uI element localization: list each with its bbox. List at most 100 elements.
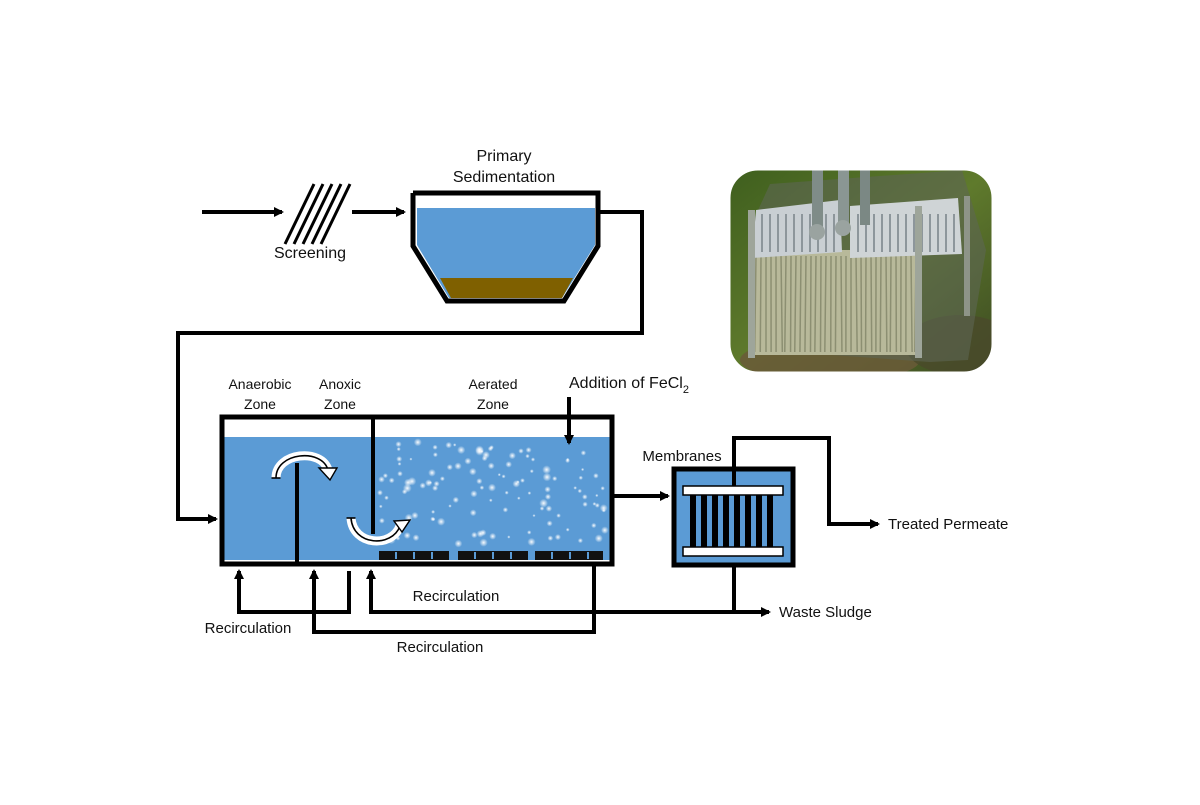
air-bubble [581,468,584,471]
primary-sedimentation-tank: Primary Sedimentation [413,148,598,301]
air-bubble [520,478,525,483]
air-bubble [433,445,438,450]
air-bubble [471,532,477,538]
air-bubble [581,450,586,455]
air-bubble [582,494,588,500]
air-bubble [470,490,477,497]
anaerobic-label-1: Anaerobic [228,376,291,392]
air-bubble [502,474,506,478]
air-bubble [595,534,603,542]
air-bubble [507,535,510,538]
air-bubble [530,469,534,473]
air-bubble [547,520,553,526]
membrane-tank: Membranes [642,448,793,565]
air-bubble [548,535,554,541]
air-bubble [414,438,422,446]
air-bubble [379,518,385,524]
air-bubble [464,458,471,465]
air-bubble [601,486,605,490]
air-bubble [527,538,535,546]
air-bubble [397,471,403,477]
air-bubble [555,534,561,540]
air-bubble [489,499,493,503]
air-bubble [505,461,512,468]
recirculation-bottom-label: Recirculation [397,639,484,656]
bioreactor-water [224,437,610,560]
fecl2-addition: Addition of FeCl2 [569,375,689,443]
air-bubble [445,442,452,449]
air-bubble [378,476,385,483]
air-bubble [593,502,597,506]
air-bubble [470,509,477,516]
air-bubble [469,468,477,476]
recirculation-mid-label: Recirculation [413,588,500,605]
air-bubble [527,530,531,534]
waste-sludge-label: Waste Sludge [779,604,872,621]
screening-label: Screening [274,245,346,262]
air-bubble [505,491,509,495]
waste-sludge-pipe [734,565,769,612]
air-bubble [516,480,520,484]
air-bubble [453,443,456,446]
air-bubble [395,441,401,447]
air-bubble [544,486,550,492]
fecl2-label-sub: 2 [683,384,689,396]
air-bubble [475,445,484,454]
air-bubble [545,494,551,500]
air-bubble [566,528,570,532]
air-bubble [457,446,465,454]
primary-label-2: Sedimentation [453,169,555,186]
fecl2-label-main: Addition of FeCl [569,375,683,392]
air-bubble [498,473,501,476]
air-bubble [526,447,532,453]
air-bubble [578,538,583,543]
air-bubble [430,517,435,522]
air-bubble [440,476,445,481]
anoxic-label-1: Anoxic [319,376,361,392]
air-bubble [591,523,596,528]
aerated-label-2: Zone [477,396,509,412]
air-bubble [397,447,401,451]
air-bubble [409,458,412,461]
air-bubble [398,462,402,466]
recirculation-left-label: Recirculation [205,620,292,637]
air-bubble [517,497,520,500]
air-bubble [539,499,548,508]
air-bubble [413,534,420,541]
treated-permeate-label: Treated Permeate [888,516,1008,533]
air-bubble [489,533,496,540]
air-bubble [396,456,402,462]
air-bubble [518,448,523,453]
air-bubble [479,538,487,546]
air-bubble [582,502,587,507]
air-bubble [531,457,535,461]
air-bubble [528,491,532,495]
air-bubble [593,473,599,479]
air-bubble [384,496,389,501]
air-bubble [377,490,383,496]
anaerobic-label-2: Zone [244,396,276,412]
air-bubble [595,494,598,497]
screen-bars-icon [285,184,350,244]
air-bubble [402,489,407,494]
air-bubble [488,484,496,492]
aerated-label-1: Aerated [468,376,517,392]
air-bubble [453,497,459,503]
recirculation-left-pipe [239,571,349,612]
screening-unit: Screening [202,184,404,262]
air-bubble [433,452,438,457]
air-bubble [556,513,561,518]
air-bubble [488,463,495,470]
membranes-label: Membranes [642,448,721,465]
air-bubble [420,482,426,488]
air-bubble [431,510,435,514]
air-bubble [447,464,453,470]
primary-label-1: Primary [476,148,531,165]
air-bubble [578,489,582,493]
air-bubble [429,481,432,484]
air-bubble [488,446,493,451]
air-bubble [525,454,529,458]
fecl2-label: Addition of FeCl2 [569,375,689,396]
